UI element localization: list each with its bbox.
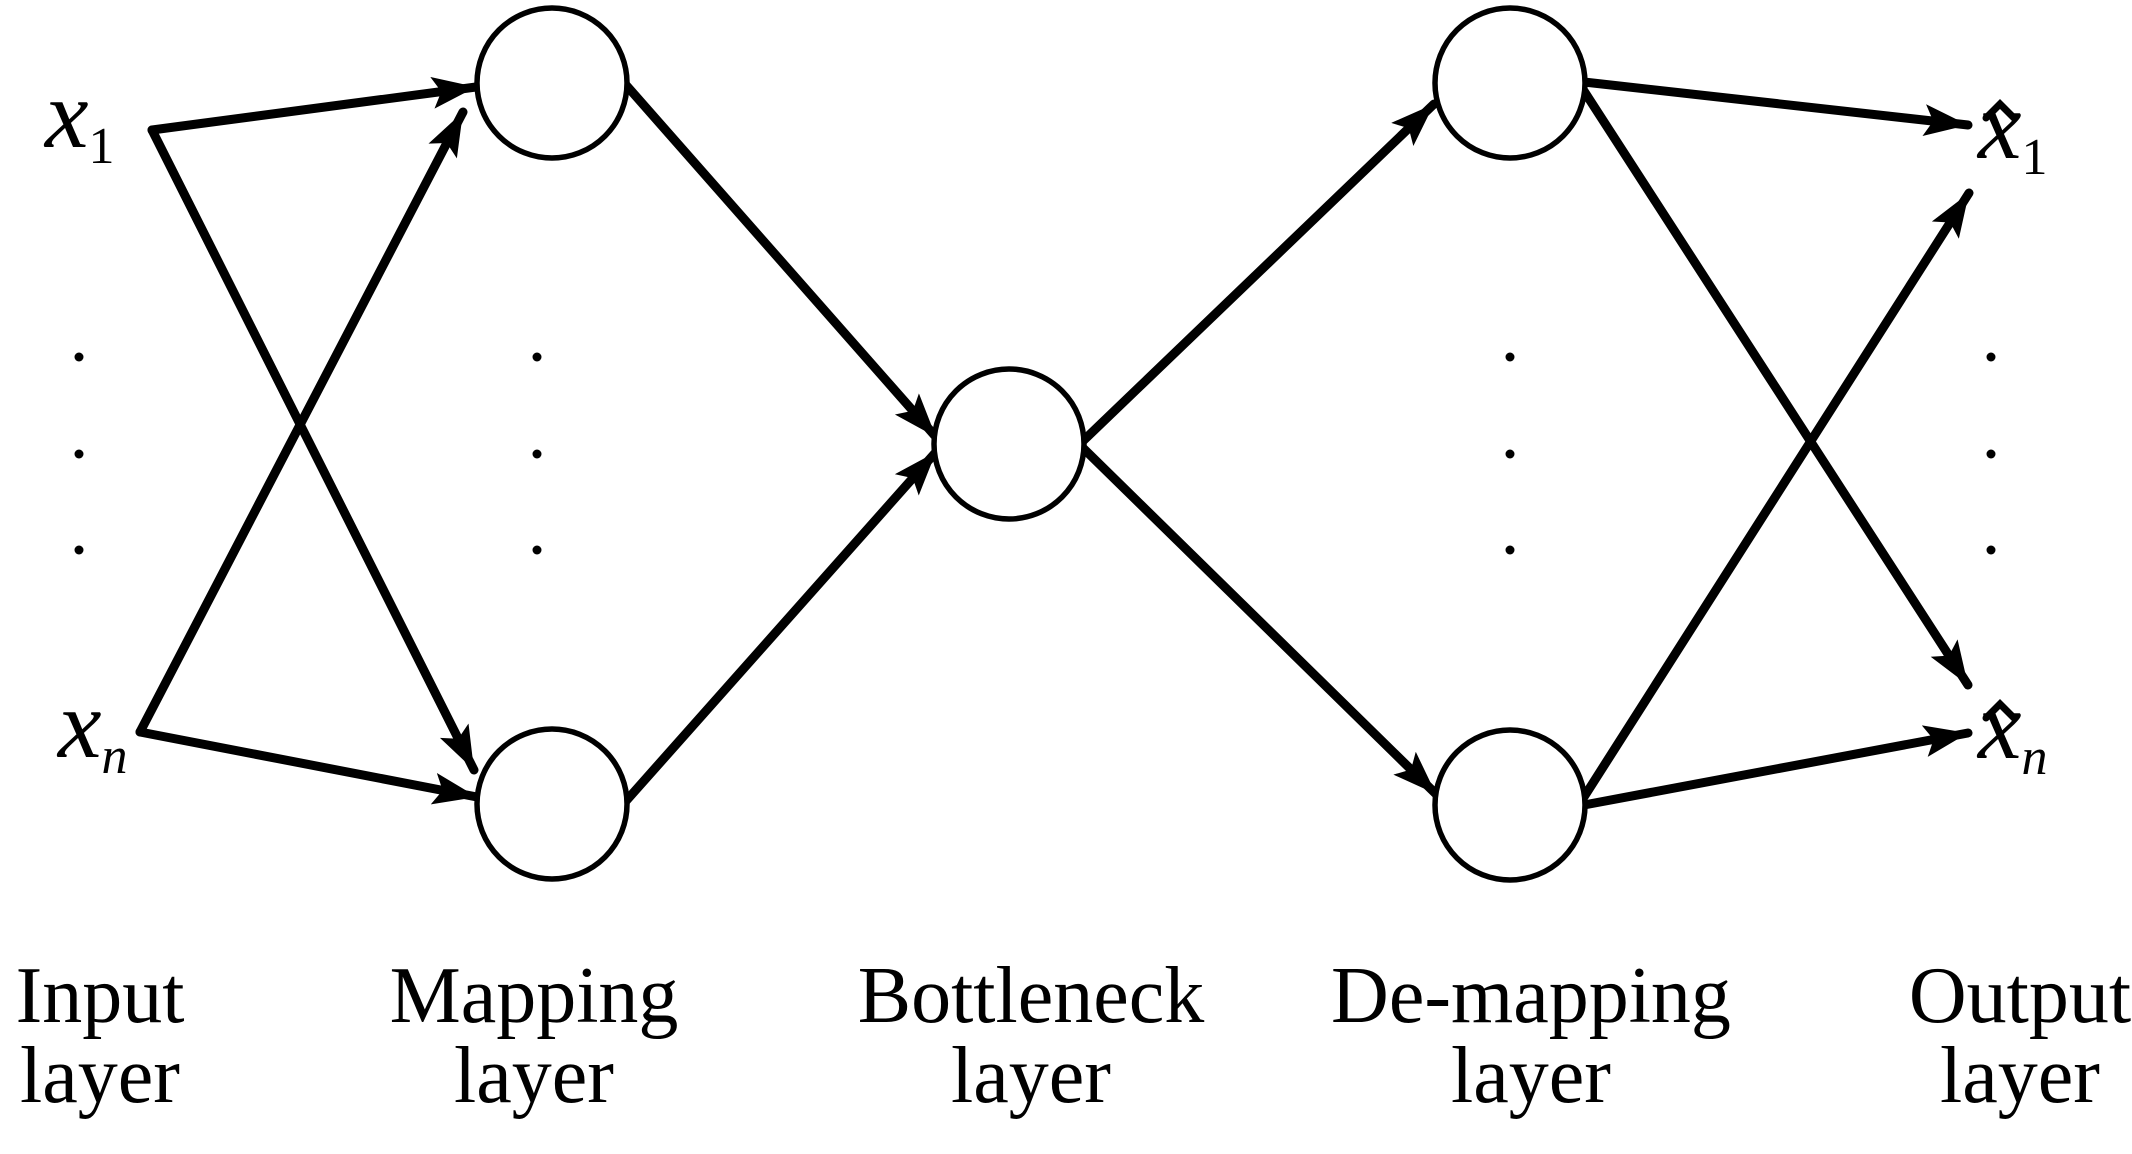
neuron-mapping-top [474, 5, 630, 161]
layer-label-mapping: Mapping layer [390, 952, 679, 1120]
layer-label-line: layer [1940, 1032, 2100, 1120]
label-output-xhat1: x1 [1976, 72, 2048, 186]
dot [1986, 449, 1996, 459]
dot [74, 449, 84, 459]
edge-xn-mapping-top [135, 107, 468, 737]
layer-label-demapping: De-mapping layer [1331, 952, 1731, 1120]
edge-xn-mapping-bottom [135, 727, 482, 805]
layer-label-line: Bottleneck [858, 952, 1205, 1040]
layer-label-line: layer [454, 1032, 614, 1120]
edge-mapping-bottom-bottleneck [621, 447, 941, 806]
dot [532, 352, 542, 362]
layer-label-line: layer [20, 1032, 180, 1120]
edge-x1-mapping-bottom [147, 125, 479, 775]
label-output-xhatn: xn [1976, 672, 2048, 786]
edge-demapping-top-xhatn [1579, 86, 1973, 690]
layer-label-line: Input [16, 952, 185, 1040]
dot [1505, 352, 1515, 362]
dot [1505, 545, 1515, 555]
dot [1505, 449, 1515, 459]
edge-bottleneck-demapping-top [1078, 99, 1439, 446]
layer-label-bottleneck: Bottleneck layer [858, 952, 1205, 1120]
layer-label-line: layer [1451, 1032, 1611, 1120]
dot [1986, 352, 1996, 362]
neuron-bottleneck [931, 366, 1087, 522]
layer-label-output: Output layer [1909, 952, 2131, 1120]
layer-label-line: Output [1909, 952, 2131, 1040]
neuron-mapping-bottom [474, 726, 630, 882]
edges [135, 76, 1974, 810]
edge-x1-mapping-top [147, 76, 481, 135]
edge-bottleneck-demapping-bottom [1078, 443, 1441, 799]
dot [1986, 545, 1996, 555]
layer-label-line: Mapping [390, 952, 679, 1040]
layer-label-input: Input layer [16, 952, 185, 1120]
ellipsis-demapping [1505, 352, 1515, 555]
dot [532, 449, 542, 459]
neuron-demapping-bottom [1432, 727, 1588, 883]
layer-label-line: layer [951, 1032, 1111, 1120]
edge-demapping-top-xhat1 [1579, 77, 1973, 137]
hat-accent-xhatn [1982, 699, 2018, 722]
neuron-demapping-top [1432, 5, 1588, 161]
label-input-xn: xn [56, 671, 128, 785]
neurons [474, 5, 1588, 883]
layer-label-line: De-mapping [1331, 952, 1731, 1040]
label-input-x1: x1 [43, 61, 115, 175]
ellipsis-output [1986, 352, 1996, 555]
dot [74, 352, 84, 362]
ellipsis-input [74, 352, 84, 555]
ellipsis-mapping [532, 352, 542, 555]
hat-accent-xhat1 [1982, 99, 2018, 122]
edge-demapping-bottom-xhatn [1579, 725, 1973, 810]
edge-demapping-bottom-xhat1 [1579, 188, 1974, 802]
edge-mapping-top-bottleneck [621, 80, 941, 442]
dot [532, 545, 542, 555]
dot [74, 545, 84, 555]
